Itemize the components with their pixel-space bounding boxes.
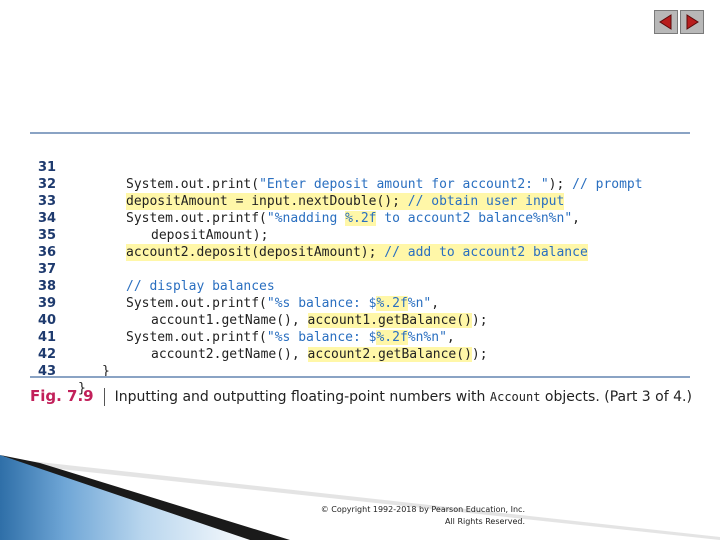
code-line: 38 System.out.printf("%s balance: $%.2f%… — [30, 261, 690, 311]
code-line: 40 System.out.printf("%s balance: $%.2f%… — [30, 295, 690, 345]
code-line: 34 depositAmount); — [30, 193, 690, 243]
code-text: account2.deposit(depositAmount); // add … — [126, 244, 588, 261]
code-line: 32 depositAmount = input.nextDouble(); /… — [30, 159, 690, 210]
code-text: depositAmount = input.nextDouble(); // o… — [126, 193, 565, 210]
code-line: 35 account2.deposit(depositAmount); // a… — [30, 210, 690, 261]
code-text: } — [102, 364, 110, 379]
bottom-rule — [30, 376, 690, 378]
code-line: 37 // display balances — [30, 244, 690, 294]
line-number: 36 — [38, 245, 57, 260]
code-line: 43 } — [30, 346, 690, 396]
triangle-right-icon — [686, 14, 699, 30]
line-number: 42 — [38, 347, 57, 362]
caption-text: Inputting and outputting floating-point … — [114, 389, 490, 405]
line-number: 40 — [38, 313, 57, 328]
top-rule — [30, 132, 690, 134]
line-number: 38 — [38, 279, 57, 294]
line-number: 31 — [38, 160, 57, 175]
code-line: 36 — [30, 227, 690, 260]
code-line: 31 System.out.print("Enter deposit amoun… — [30, 142, 690, 192]
code-line: 41 account2.getName(), account2.getBalan… — [30, 312, 690, 362]
code-text: account2.getName(), account2.getBalance(… — [151, 347, 488, 362]
line-number: 39 — [38, 296, 57, 311]
line-number: 37 — [38, 262, 57, 277]
code-text: account1.getName(), account1.getBalance(… — [151, 313, 488, 328]
code-text: System.out.print("Enter deposit amount f… — [126, 177, 643, 192]
previous-slide-button[interactable] — [654, 10, 678, 34]
slide-navigation — [654, 10, 704, 34]
code-listing: 31 System.out.print("Enter deposit amoun… — [30, 142, 690, 396]
next-slide-button[interactable] — [680, 10, 704, 34]
code-line: 33 System.out.printf("%nadding %.2f to a… — [30, 176, 690, 226]
footer-swoosh-decoration — [0, 455, 720, 540]
line-number: 34 — [38, 211, 57, 226]
figure-caption: Fig. 7.9 Inputting and outputting floatin… — [30, 385, 692, 407]
line-number: 43 — [38, 364, 57, 379]
line-number: 35 — [38, 228, 57, 243]
rights-line: All Rights Reserved. — [444, 517, 525, 526]
line-number: 32 — [38, 177, 57, 192]
copyright-notice: © Copyright 1992-2018 by Pearson Educati… — [300, 504, 525, 528]
code-text: // display balances — [126, 279, 275, 294]
line-number: 33 — [38, 194, 57, 209]
caption-text-end: objects. (Part 3 of 4.) — [540, 389, 692, 405]
code-line: 42 } — [30, 329, 690, 379]
figure-number: Fig. 7.9 — [30, 387, 94, 405]
code-text: System.out.printf("%s balance: $%.2f%n%n… — [126, 330, 455, 345]
code-line: 39 account1.getName(), account1.getBalan… — [30, 278, 690, 328]
code-text: depositAmount); — [151, 228, 269, 243]
line-number: 41 — [38, 330, 57, 345]
code-text: System.out.printf("%s balance: $%.2f%n", — [126, 296, 440, 311]
caption-divider — [103, 388, 105, 406]
triangle-left-icon — [659, 14, 672, 30]
code-text: System.out.printf("%nadding %.2f to acco… — [126, 211, 580, 226]
code-text: } — [78, 381, 86, 396]
caption-code-word: Account — [489, 390, 541, 404]
copyright-line: © Copyright 1992-2018 by Pearson Educati… — [320, 505, 525, 514]
